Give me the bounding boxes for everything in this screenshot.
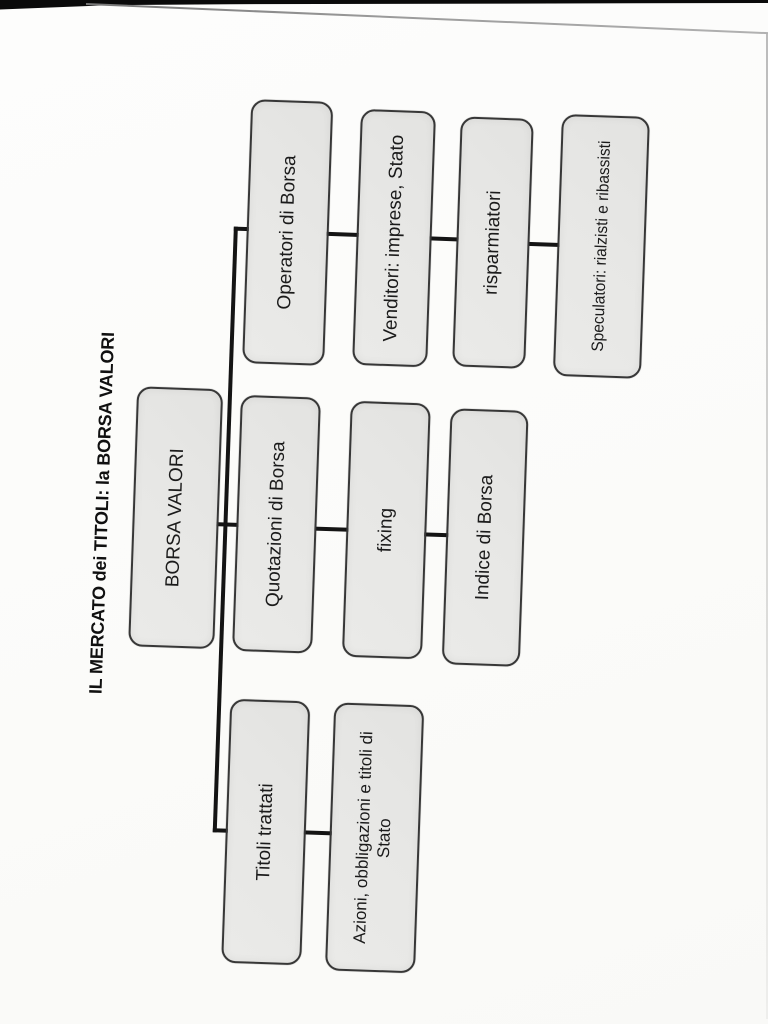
node-borsa-valori: BORSA VALORI (128, 386, 224, 650)
node-azioni-obbligazioni-label: Azioni, obbligazioni e titoli di Stato (350, 730, 395, 945)
connector-titoli-azioni (303, 830, 333, 836)
node-risparmiatori-label: risparmiatori (480, 190, 506, 296)
node-titoli-trattati-label: Titoli trattati (253, 782, 278, 882)
node-titoli-trattati: Titoli trattati (221, 698, 311, 966)
node-speculatori-label: Speculatori: rialzisti e ribassisti (588, 140, 615, 353)
node-indice-di-borsa-label: Indice di Borsa (472, 474, 498, 601)
connector-venditori-risparmiatori (429, 236, 460, 242)
node-fixing: fixing (341, 400, 431, 660)
node-operatori-di-borsa-label: Operatori di Borsa (274, 155, 301, 310)
connector-operatori-venditori (324, 231, 360, 237)
node-quotazioni-di-borsa: Quotazioni di Borsa (232, 394, 321, 654)
node-operatori-di-borsa: Operatori di Borsa (242, 99, 334, 366)
node-azioni-obbligazioni: Azioni, obbligazioni e titoli di Stato (324, 702, 425, 974)
connector-quotazioni-fixing (314, 526, 350, 532)
node-venditori-label: Venditori: imprese, Stato (379, 134, 409, 342)
node-venditori: Venditori: imprese, Stato (352, 108, 437, 368)
paper-right-edge (766, 34, 768, 1019)
node-speculatori: Speculatori: rialzisti e ribassisti (552, 113, 650, 379)
node-indice-di-borsa: Indice di Borsa (441, 408, 529, 667)
node-borsa-valori-label: BORSA VALORI (162, 447, 189, 588)
connector-risparmiatori-speculatori (527, 241, 561, 247)
node-quotazioni-di-borsa-label: Quotazioni di Borsa (263, 441, 290, 608)
node-fixing-label: fixing (375, 507, 398, 553)
node-risparmiatori: risparmiatori (452, 116, 534, 369)
page-title: IL MERCATO dei TITOLI: la BORSA VALORI (85, 331, 119, 695)
